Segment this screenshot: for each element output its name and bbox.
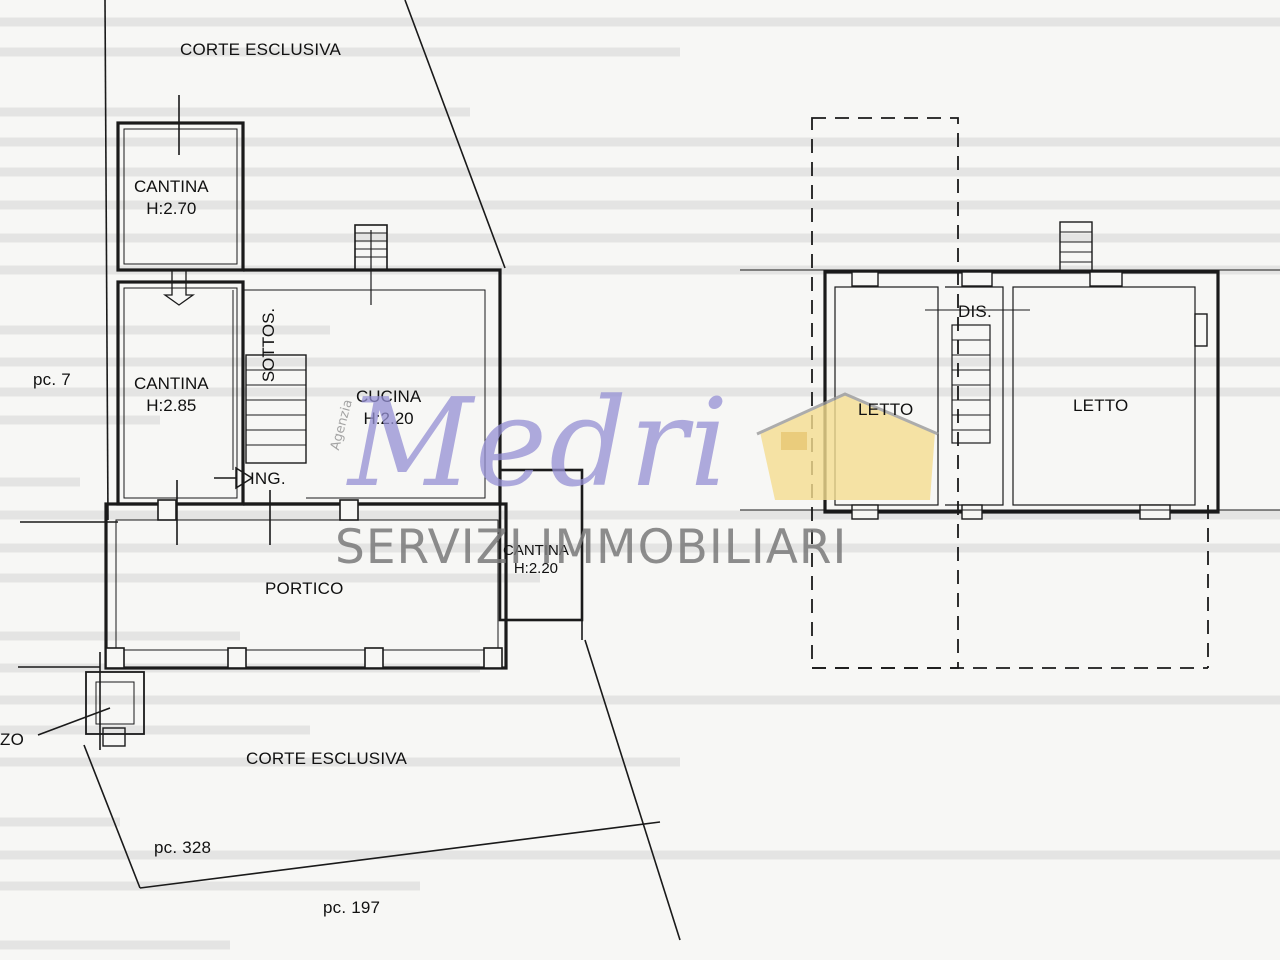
- label-pc-197: pc. 197: [323, 898, 381, 917]
- label-sottos: SOTTOS.: [259, 307, 279, 383]
- label-cucina: CUCINA H:2.20: [356, 386, 421, 430]
- upper-floor-walls: [823, 270, 1220, 514]
- stair-upper: [951, 324, 991, 444]
- boundary-line: [83, 744, 141, 889]
- cantina-middle-name: CANTINA: [134, 374, 209, 393]
- label-ingresso: ING.: [250, 469, 286, 488]
- cantina-small-name: CANTINA: [503, 542, 569, 559]
- cantina-top-name: CANTINA: [134, 177, 209, 196]
- label-letto-left: LETTO: [858, 400, 914, 419]
- stair-sottos: [245, 354, 307, 464]
- label-cantina-small: CANTINA H:2.20: [503, 542, 569, 578]
- boundary-line: [104, 0, 109, 521]
- label-letto-right: LETTO: [1073, 396, 1129, 415]
- watermark-brand: Medri: [348, 372, 731, 514]
- room-letto-left: [834, 286, 939, 506]
- logo-house-icon: [756, 392, 939, 500]
- boundary-line: [584, 639, 681, 941]
- label-dis: DIS.: [958, 302, 992, 321]
- label-cantina-middle: CANTINA H:2.85: [134, 373, 209, 417]
- boundary-line: [139, 821, 661, 889]
- room-letto-right: [1012, 286, 1196, 506]
- label-zo: ZO: [0, 730, 25, 749]
- cantina-middle-height: H:2.85: [146, 396, 197, 415]
- cucina-height: H:2.20: [363, 409, 414, 428]
- room-cantina-small: [498, 468, 584, 622]
- cantina-small-height: H:2.20: [513, 560, 559, 577]
- cucina-name: CUCINA: [356, 387, 422, 406]
- room-portico: [104, 502, 508, 670]
- label-cantina-top: CANTINA H:2.70: [134, 176, 209, 220]
- label-corte-top: CORTE ESCLUSIVA: [180, 40, 342, 59]
- watermark-tagline: SERVIZI IMMOBILIARI: [335, 520, 848, 575]
- label-pc-328: pc. 328: [154, 838, 212, 857]
- label-corte-bottom: CORTE ESCLUSIVA: [246, 749, 408, 768]
- boundary-line: [404, 0, 506, 269]
- label-pc-7: pc. 7: [33, 370, 71, 389]
- label-portico: PORTICO: [265, 579, 344, 598]
- pozzo: [85, 671, 145, 735]
- cantina-top-height: H:2.70: [146, 199, 197, 218]
